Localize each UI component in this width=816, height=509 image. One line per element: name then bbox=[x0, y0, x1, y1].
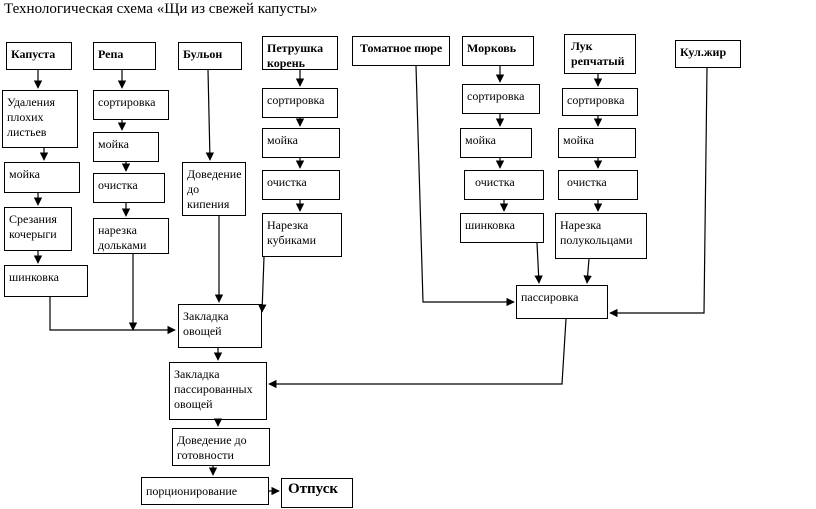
node-petrushka-step-1: сортировка bbox=[262, 88, 338, 118]
node-morkov-step-3: очистка bbox=[464, 170, 544, 200]
node-repa-step-2: мойка bbox=[93, 132, 159, 162]
arrow-tomat-to-passirovka bbox=[415, 65, 515, 307]
node-luk-step-2: мойка bbox=[558, 128, 636, 158]
node-morkov-step-4: шинковка bbox=[460, 213, 544, 243]
node-kapusta-step-4: шинковка bbox=[4, 265, 88, 297]
node-petrushka-step-2: мойка bbox=[262, 128, 340, 158]
node-otpusk: Отпуск bbox=[281, 478, 353, 508]
node-porcionirovanie: порционирование bbox=[141, 477, 269, 505]
node-kapusta: Капуста bbox=[6, 42, 72, 70]
node-morkov: Морковь bbox=[462, 36, 534, 66]
node-morkov-step-2: мойка bbox=[460, 128, 532, 158]
node-kapusta-step-3: Срезания кочерыги bbox=[4, 207, 72, 251]
arrow-morkov-to-passirovka bbox=[534, 242, 543, 284]
node-repa-step-1: сортировка bbox=[93, 90, 169, 120]
node-kapusta-step-2: мойка bbox=[4, 162, 80, 193]
arrow-luk-to-passirovka bbox=[583, 258, 592, 284]
node-petrushka: Петрушка корень bbox=[262, 36, 338, 70]
node-luk-step-1: сортировка bbox=[562, 88, 638, 116]
arrow-bulon-1 bbox=[205, 69, 215, 161]
arrow-kulzhir-to-passirovka bbox=[609, 67, 708, 318]
node-zakladka-passirovannyh: Закладка пассированных овощей bbox=[169, 362, 267, 420]
node-repa-step-4: нарезка дольками bbox=[93, 218, 169, 254]
node-luk: Лук репчатый bbox=[564, 34, 636, 74]
node-tomat: Томатное пюре bbox=[352, 36, 450, 66]
node-repa: Репа bbox=[93, 42, 156, 70]
node-kapusta-step-1: Удаления плохих листьев bbox=[2, 90, 78, 148]
node-bulon: Бульон bbox=[178, 42, 242, 70]
node-luk-step-3: очистка bbox=[558, 170, 638, 200]
node-luk-step-4: Нарезка полукольцами bbox=[555, 213, 647, 259]
node-passirovka: пассировка bbox=[516, 285, 608, 319]
arrow-kapusta-to-zakladka bbox=[49, 297, 176, 335]
node-bulon-step-1: Доведение до кипения bbox=[182, 162, 246, 216]
arrow-passirovka-to-zakladka bbox=[268, 318, 567, 389]
node-petrushka-step-4: Нарезка кубиками bbox=[262, 213, 342, 257]
node-repa-step-3: очистка bbox=[93, 173, 165, 203]
node-morkov-step-1: сортировка bbox=[462, 84, 540, 114]
node-zakladka-ovoshchey: Закладка овощей bbox=[178, 304, 262, 348]
node-petrushka-step-3: очистка bbox=[262, 170, 340, 200]
node-dovedenie-do-gotovnosti: Доведение до готовности bbox=[172, 428, 270, 466]
node-kulzhir: Кул.жир bbox=[675, 40, 741, 68]
diagram-title: Технологическая схема «Щи из свежей капу… bbox=[4, 1, 318, 17]
arrow-petrushka-to-zakladka bbox=[258, 256, 267, 313]
